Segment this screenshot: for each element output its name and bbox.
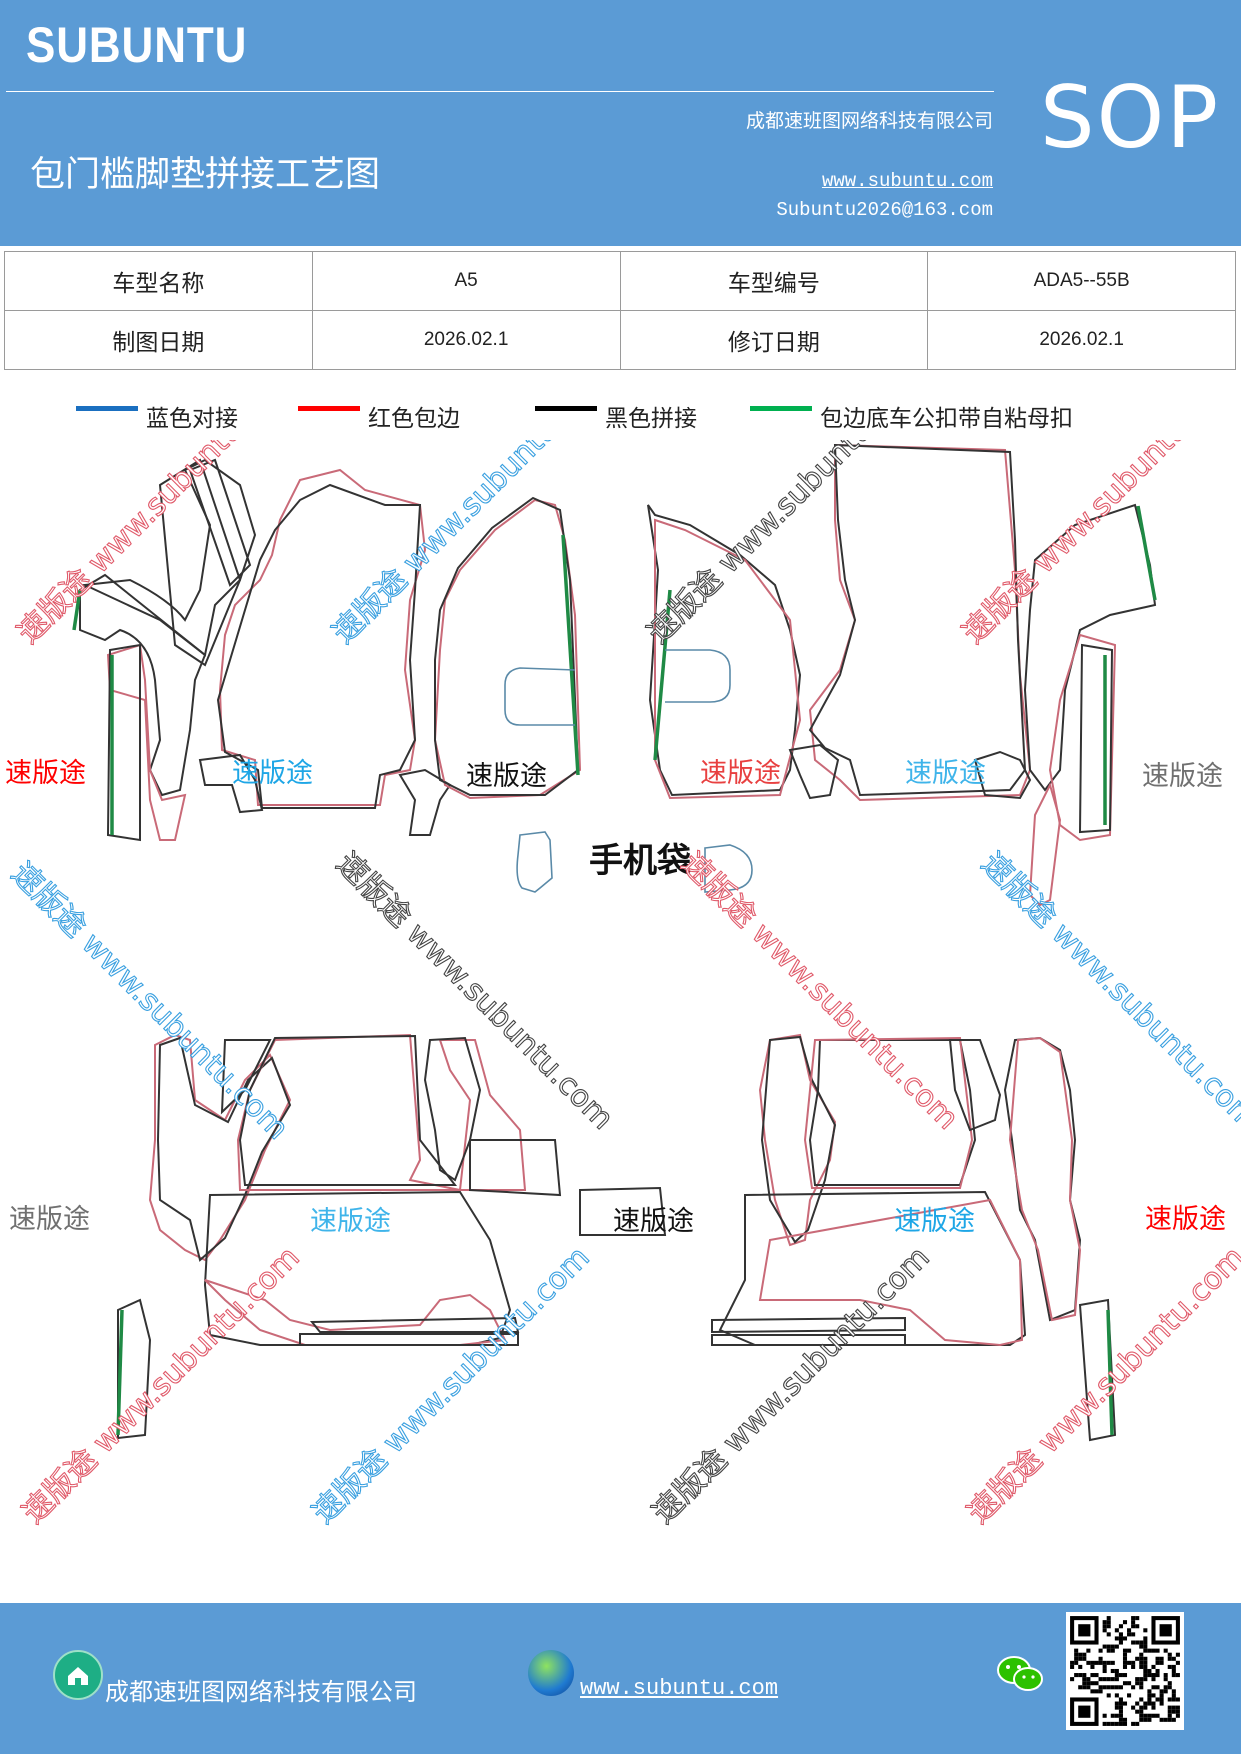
piece-label: 速版途: [894, 1206, 975, 1237]
page-title: 包门槛脚垫拼接工艺图: [30, 155, 381, 195]
qr-code: [1066, 1612, 1184, 1730]
legend-swatch: [298, 405, 360, 411]
watermark: 速版途 www.subuntu.com: [306, 1240, 597, 1531]
model-name-value: A5: [311, 251, 621, 311]
lower-right-pieces: [711, 1033, 1117, 1442]
watermark: 速版途 www.subuntu.com: [961, 1240, 1241, 1531]
legend-swatch: [535, 405, 597, 411]
revision-date-value: 2026.02.1: [927, 310, 1236, 370]
legend-swatch: [76, 405, 138, 411]
piece-label: 速版途: [1145, 1204, 1226, 1235]
piece-label: 速版途: [1142, 761, 1223, 792]
watermarks: 速版途 www.subuntu.com 速版途 www.subuntu.com …: [4, 440, 1241, 1531]
piece-label: 速版途: [232, 758, 313, 789]
legend-label: 红色包边: [368, 406, 460, 432]
sop-label: SOP: [1040, 68, 1221, 168]
phone-bag-label: 手机袋: [589, 841, 691, 881]
watermark: 速版途 www.subuntu.com: [329, 846, 620, 1137]
draw-date-label: 制图日期: [4, 310, 313, 370]
wechat-icon: [996, 1654, 1044, 1694]
watermark: 速版途 www.subuntu.com: [956, 440, 1241, 651]
legend-label: 黑色拼接: [605, 406, 697, 432]
company-name: 成都速班图网络科技有限公司: [745, 110, 993, 132]
phone-bag: 手机袋: [516, 831, 753, 893]
upper-left-pieces: [72, 458, 452, 842]
model-name-label: 车型名称: [4, 251, 313, 311]
legend-swatch: [750, 405, 812, 411]
watermark: 速版途 www.subuntu.com: [16, 1240, 307, 1531]
model-code-value: ADA5--55B: [927, 251, 1236, 311]
piece-label: 速版途: [5, 758, 86, 789]
piece-label: 速版途: [310, 1206, 391, 1237]
revision-date-label: 修订日期: [619, 310, 929, 370]
upper-right-pieces: [788, 443, 1157, 907]
piece-label: 速版途: [466, 761, 547, 792]
draw-date-value: 2026.02.1: [311, 310, 621, 370]
table-row: 制图日期 2026.02.1 修订日期 2026.02.1: [4, 310, 1236, 370]
mat-cutting-diagram: .pc { fill:none; stroke:#333; stroke-wid…: [4, 440, 1241, 1531]
footer-company-name: 成都速班图网络科技有限公司: [105, 1678, 417, 1706]
table-row: 车型名称 A5 车型编号 ADA5--55B: [4, 251, 1236, 311]
piece-label: 速版途: [700, 758, 781, 789]
globe-icon: [528, 1650, 574, 1696]
piece-labels: 速版途 速版途 速版途 速版途 速版途 速版途 速版途 速版途 速版途 速版途 …: [5, 758, 1226, 1237]
legend-item-blue: 蓝色对接: [76, 398, 238, 434]
lower-center-piece: [579, 1186, 667, 1236]
email-address: Subuntu2026@163.com: [776, 199, 993, 221]
vehicle-info-table: 车型名称 A5 车型编号 ADA5--55B 制图日期 2026.02.1 修订…: [4, 251, 1236, 370]
website-link[interactable]: www.subuntu.com: [821, 170, 993, 192]
lower-left-pieces: [116, 1033, 562, 1440]
upper-mid-left-piece: [433, 496, 582, 800]
legend-item-black: 黑色拼接: [535, 398, 697, 434]
footer-website-link[interactable]: www.subuntu.com: [580, 1676, 779, 1701]
legend-label: 包边底车公扣带自粘母扣: [820, 406, 1073, 432]
legend-item-green: 包边底车公扣带自粘母扣: [750, 398, 1073, 434]
legend-item-red: 红色包边: [298, 398, 460, 434]
header-banner: SUBUNTU SOP 成都速班图网络科技有限公司 包门槛脚垫拼接工艺图 www…: [0, 0, 1241, 246]
piece-label: 速版途: [613, 1206, 694, 1237]
watermark: 速版途 www.subuntu.com: [326, 440, 617, 651]
watermark: 速版途 www.subuntu.com: [4, 856, 295, 1147]
piece-label: 速版途: [9, 1204, 90, 1235]
qr-code-pattern: [1070, 1616, 1180, 1726]
legend-label: 蓝色对接: [146, 406, 238, 432]
watermark: 速版途 www.subuntu.com: [646, 1240, 937, 1531]
model-code-label: 车型编号: [619, 251, 929, 311]
header-divider: [6, 91, 994, 92]
brand-logo: SUBUNTU: [26, 17, 248, 73]
home-icon: [53, 1650, 103, 1700]
piece-label: 速版途: [905, 758, 986, 789]
